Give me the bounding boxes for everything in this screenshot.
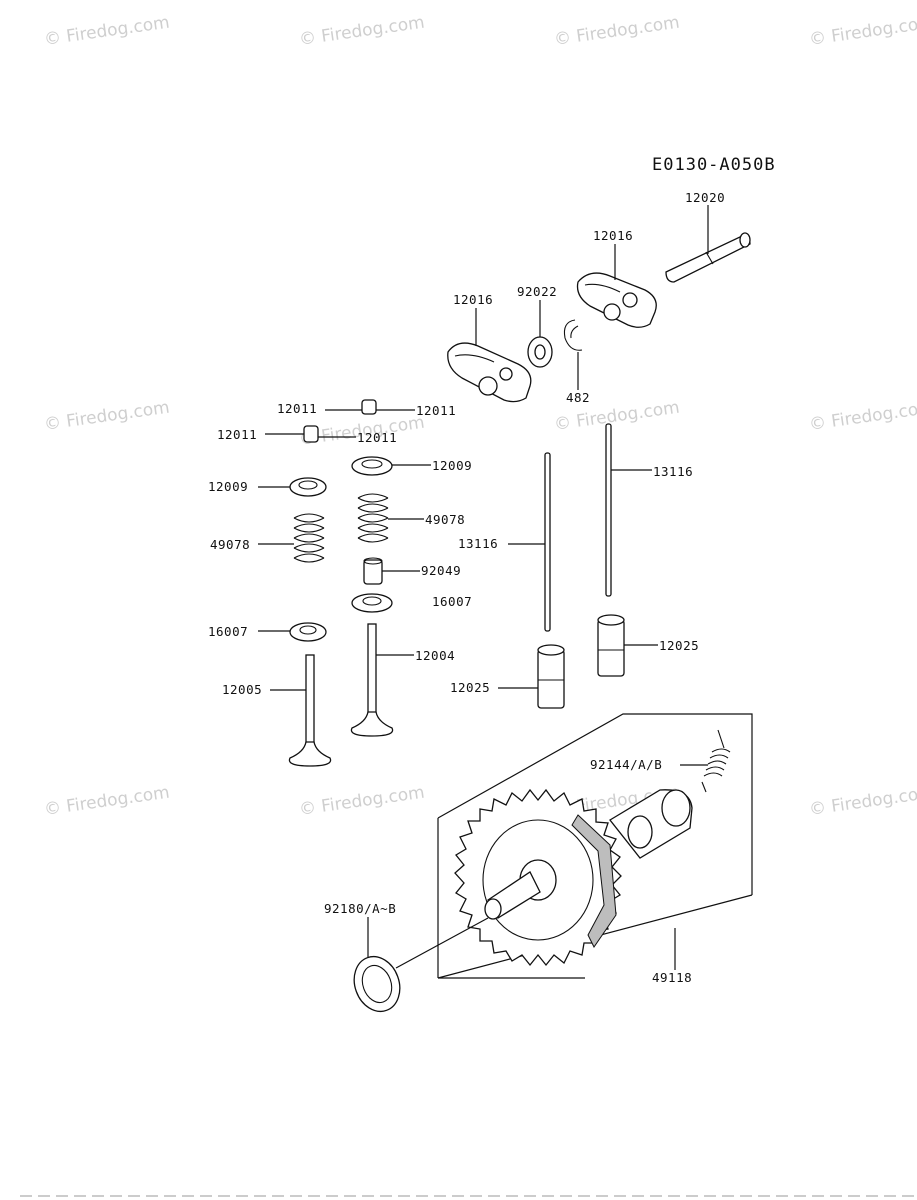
callout-collet-a: 12011 (277, 401, 317, 416)
callout-seal-left: 16007 (208, 624, 248, 639)
push-rod-right: 13116 (605, 423, 693, 597)
callout-rocker-arm-left: 12016 (453, 292, 493, 307)
spring-right: 49078 (357, 493, 465, 543)
shim: 92180/A~B (324, 901, 489, 1013)
circlip: 482 (563, 319, 590, 405)
callout-tappet-right: 12025 (659, 638, 699, 653)
collets: 12011 12011 12011 12011 (217, 399, 456, 445)
callout-circlip: 482 (566, 390, 590, 405)
watermark: © Firedog.com (808, 398, 917, 435)
rocker-arm-right: 12016 (576, 228, 657, 328)
watermark: © Firedog.com (553, 13, 681, 50)
tappet-left: 12025 (450, 644, 565, 709)
callout-rotator: 92049 (421, 563, 461, 578)
callout-spring-right: 49078 (425, 512, 465, 527)
diagram-code: E0130-A050B (652, 155, 776, 175)
retainer-left: 12009 (208, 477, 327, 497)
watermark: © Firedog.com (43, 13, 171, 50)
callout-retainer-right: 12009 (432, 458, 472, 473)
callout-shim: 92180/A~B (324, 901, 396, 916)
washer: 92022 (517, 284, 557, 368)
callout-push-rod-left: 13116 (458, 536, 498, 551)
callout-seal-right: 16007 (432, 594, 472, 609)
callout-rocker-arm-right: 12016 (593, 228, 633, 243)
callout-tappet-left: 12025 (450, 680, 490, 695)
retainer-right: 12009 (351, 456, 472, 476)
watermark: © Firedog.com (298, 13, 426, 50)
valve-exhaust: 12004 (350, 623, 455, 737)
rocker-shaft: 12020 (665, 190, 751, 283)
callout-retainer-left: 12009 (208, 479, 248, 494)
seal-right: 16007 (351, 593, 472, 613)
watermark: © Firedog.com (808, 13, 917, 50)
callout-valve-exhaust: 12004 (415, 648, 455, 663)
callout-collet-d: 12011 (357, 430, 397, 445)
callout-collet-c: 12011 (217, 427, 257, 442)
watermark: © Firedog.com (43, 398, 171, 435)
rotator: 92049 (363, 557, 461, 585)
valve-intake: 12005 (222, 654, 332, 767)
camshaft-gear: 49118 (454, 788, 693, 985)
watermark-layer: © Firedog.com © Firedog.com © Firedog.co… (43, 13, 917, 820)
rocker-arm-left: 12016 (447, 292, 532, 403)
decomp-spring: 92144/A/B (590, 729, 731, 793)
watermark: © Firedog.com (808, 783, 917, 820)
callout-washer: 92022 (517, 284, 557, 299)
watermark: © Firedog.com (298, 783, 426, 820)
callout-rocker-shaft: 12020 (685, 190, 725, 205)
callout-push-rod-right: 13116 (653, 464, 693, 479)
callout-valve-intake: 12005 (222, 682, 262, 697)
spring-left: 49078 (210, 513, 325, 563)
callout-camshaft: 49118 (652, 970, 692, 985)
seal-left: 16007 (208, 622, 327, 642)
watermark: © Firedog.com (43, 783, 171, 820)
callout-decomp-spring: 92144/A/B (590, 757, 662, 772)
callout-spring-left: 49078 (210, 537, 250, 552)
push-rod-left: 13116 (458, 452, 551, 632)
tappet-right: 12025 (597, 614, 699, 677)
callout-collet-b: 12011 (416, 403, 456, 418)
